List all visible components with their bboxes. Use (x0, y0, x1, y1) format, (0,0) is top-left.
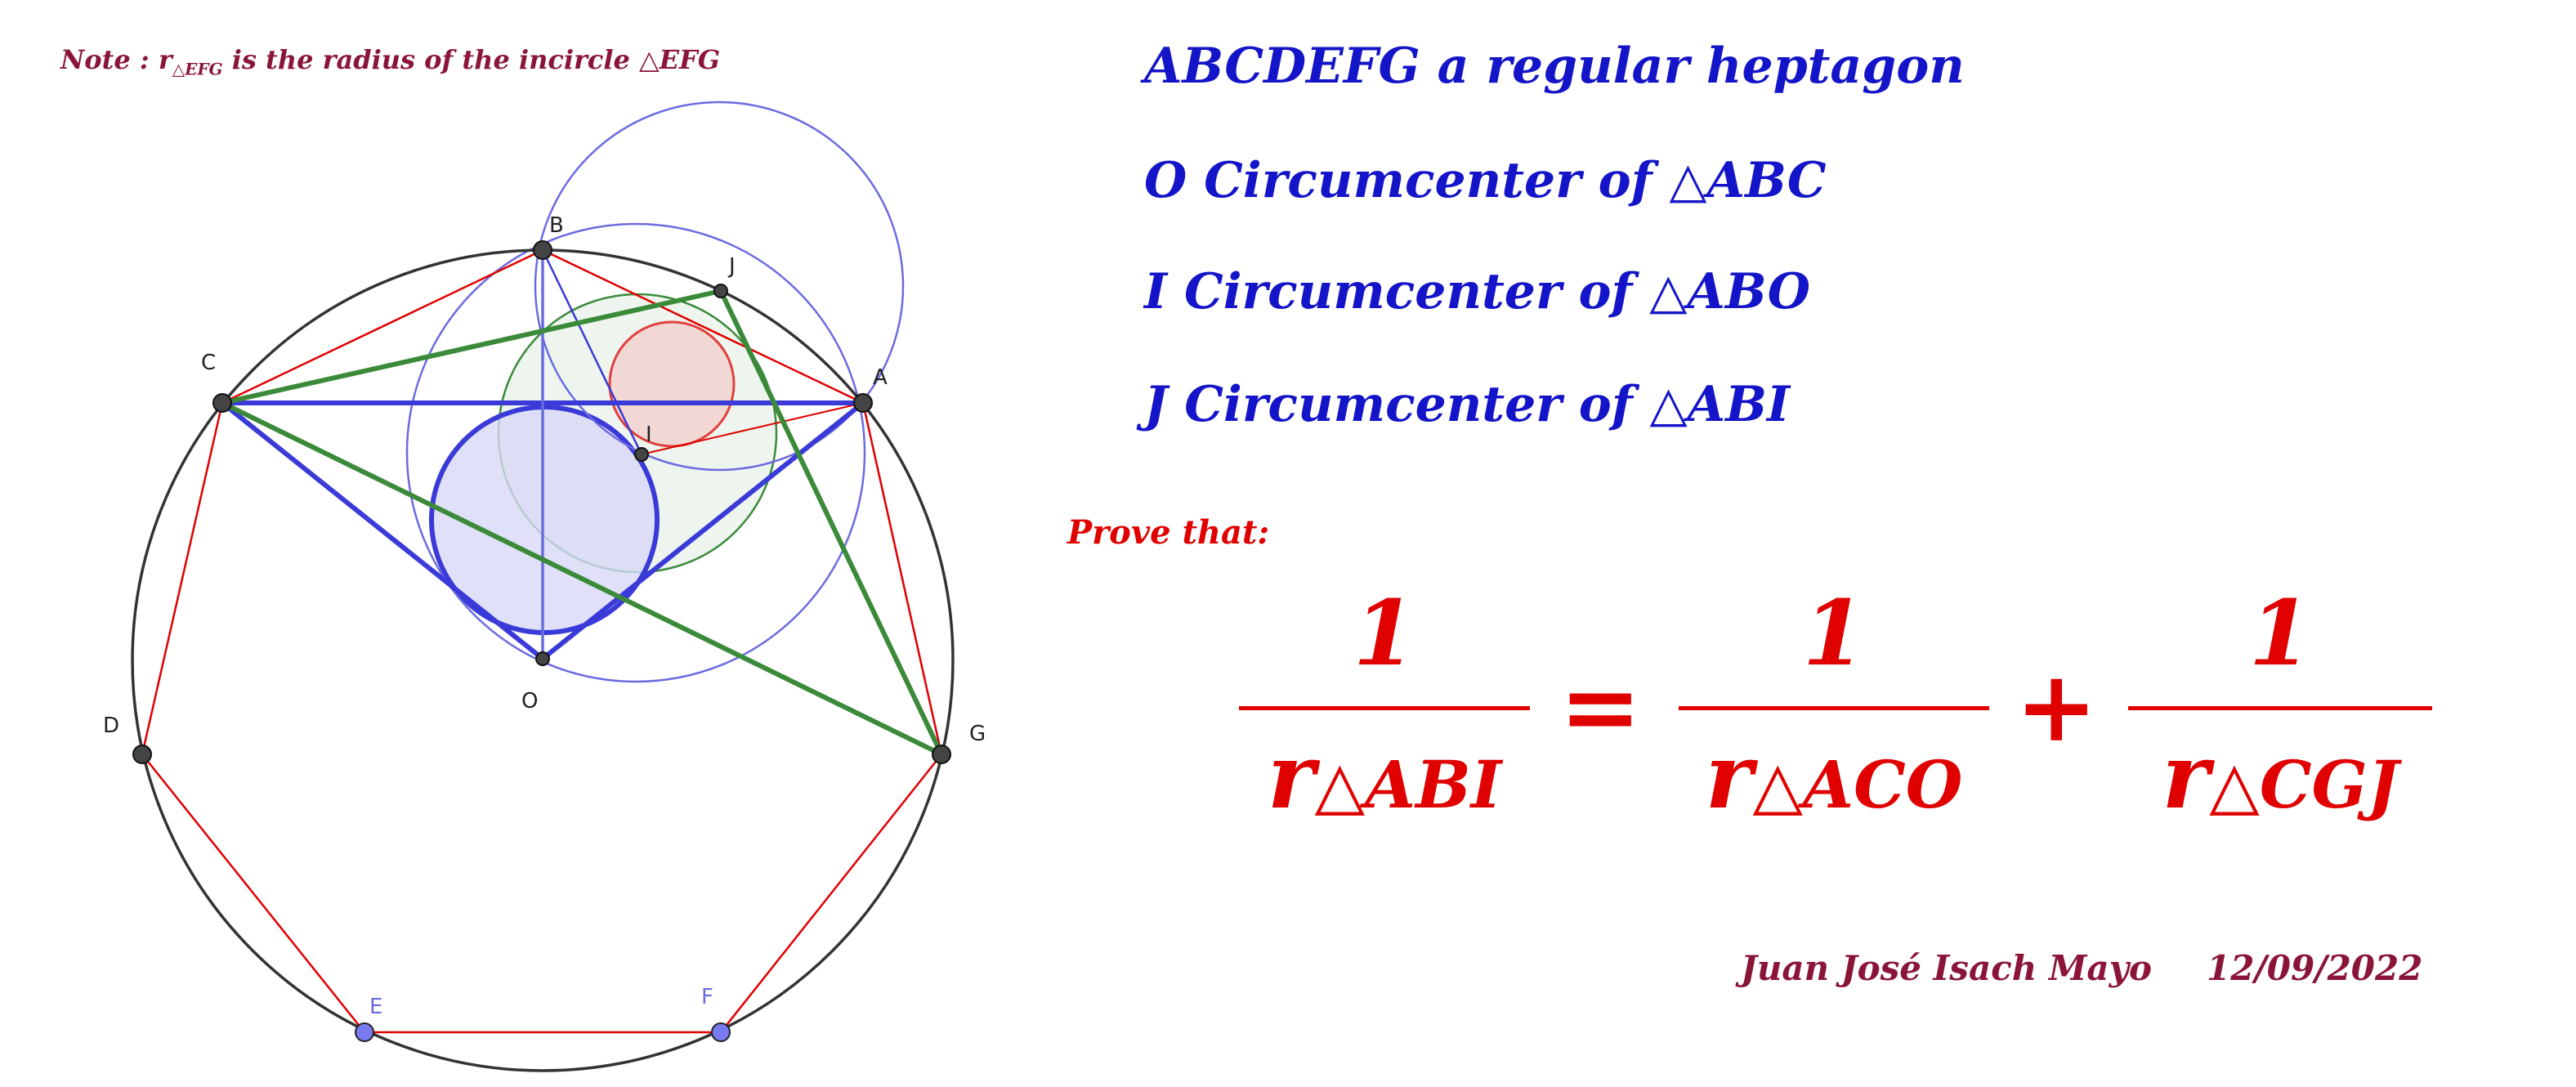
denominator: r△CGJ (2128, 719, 2432, 842)
statement-heptagon: ABCDEFG a regular heptagon (1144, 38, 1965, 95)
blue-line-b-i (541, 249, 643, 455)
radius-subscript: △ACO (1752, 746, 1963, 823)
green-line-j-g (718, 289, 944, 756)
point-j (713, 284, 728, 298)
numerator: 1 (1353, 580, 1416, 686)
red-line-a-g (862, 402, 942, 755)
prove-label: Prove that: (1067, 513, 1270, 552)
point-i (634, 447, 649, 462)
circle-through-abo (405, 222, 866, 683)
green-line-c-g (221, 400, 943, 757)
blue-incircle (429, 405, 660, 635)
denominator: r△ABI (1239, 719, 1530, 842)
formula: 1 r△ABI = 1 r△ACO + 1 r△CGJ (1226, 572, 2452, 842)
point-g (932, 745, 951, 764)
point-b (533, 240, 552, 260)
point-e (355, 1022, 374, 1042)
radius-subscript: △CGJ (2209, 746, 2399, 823)
label-d: D (103, 713, 119, 738)
fraction-cgj: 1 r△CGJ (2128, 572, 2432, 842)
note-text: Note : r△EFG is the radius of the incirc… (60, 44, 720, 78)
blue-line-o-a (541, 400, 865, 661)
label-a: A (873, 365, 888, 390)
label-i: I (646, 423, 652, 447)
note-subscript: △EFG (172, 59, 223, 79)
fraction-bar (1239, 706, 1530, 710)
denominator: r△ACO (1679, 719, 1989, 842)
circle-through-abi (534, 101, 905, 472)
fraction-abi: 1 r△ABI (1239, 572, 1530, 842)
label-o: O (521, 689, 538, 713)
plus-sign: + (2015, 649, 2098, 764)
green-line-c-j (221, 289, 722, 405)
label-j: J (727, 254, 736, 279)
fraction-bar (1679, 706, 1989, 710)
radius-subscript: △ABI (1314, 746, 1502, 823)
statement-i: I Circumcenter of △ABO (1144, 263, 1810, 320)
numerator: 1 (1802, 580, 1866, 686)
radius-symbol: r (2162, 723, 2210, 829)
point-a (853, 393, 873, 413)
point-o (535, 651, 550, 666)
point-f (711, 1022, 731, 1042)
label-e: E (369, 995, 382, 1019)
label-b: B (549, 213, 564, 238)
blue-line-c-o (221, 400, 544, 661)
label-c: C (201, 351, 216, 375)
heptagon-diagram: A B C D E F G I J O (103, 101, 986, 1072)
note-prefix: Note : r (60, 44, 172, 75)
point-d (132, 745, 152, 764)
statement-o: O Circumcenter of △ABC (1144, 152, 1827, 209)
fraction-bar (2128, 706, 2432, 710)
numerator: 1 (2248, 580, 2312, 686)
statement-j: J Circumcenter of △ABI (1144, 376, 1790, 433)
heptagon-edges (141, 248, 943, 1034)
red-line-a-i (641, 402, 864, 455)
label-g: G (969, 722, 986, 746)
red-incircle (608, 320, 736, 448)
label-f: F (701, 985, 713, 1009)
fraction-aco: 1 r△ACO (1679, 572, 1989, 842)
radius-symbol: r (1705, 723, 1753, 829)
radius-symbol: r (1267, 723, 1315, 829)
point-c (212, 393, 232, 413)
date: 12/09/2022 (2207, 948, 2423, 988)
author-name: Juan José Isach Mayo (1741, 948, 2153, 988)
note-suffix: is the radius of the incircle △EFG (222, 44, 721, 75)
equals-sign: = (1559, 649, 1642, 764)
